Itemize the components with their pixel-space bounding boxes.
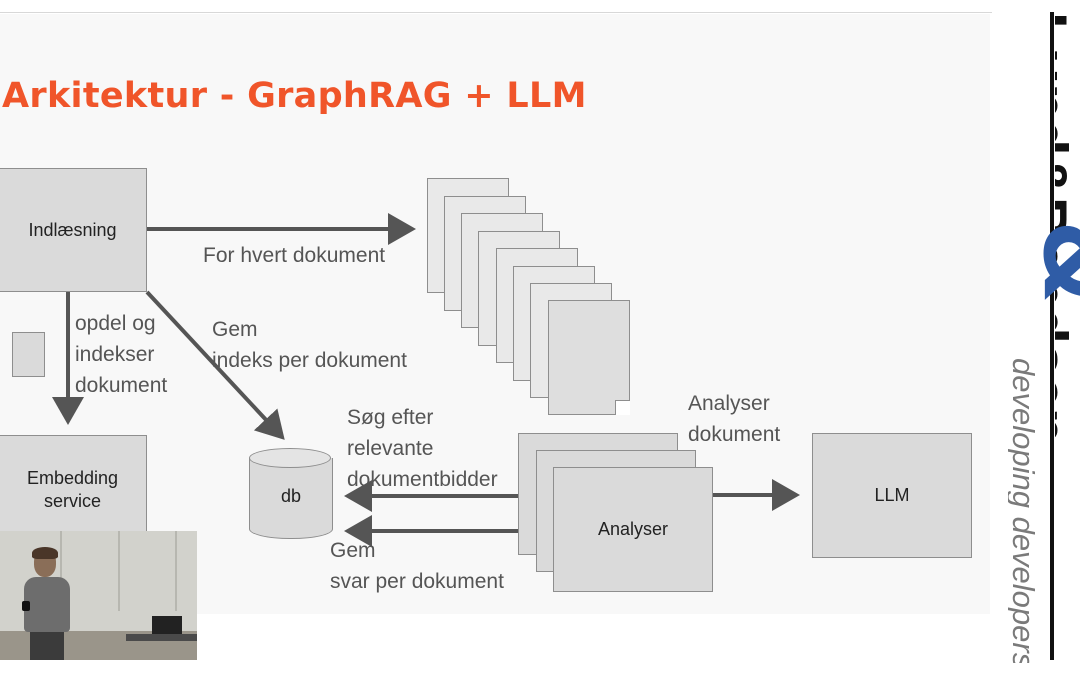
video-wall-panel	[175, 531, 177, 611]
embedding-label-line-2: service	[43, 491, 101, 511]
label-search: Søg efter relevante dokumentbidder	[347, 402, 498, 495]
llm-label: LLM	[874, 485, 910, 505]
embedding-label-line-1: Embedding	[26, 468, 119, 488]
label-line: dokument	[75, 374, 168, 397]
brand-ampersand-icon: &	[1022, 220, 1080, 304]
db-label: db	[280, 486, 302, 506]
frame-top-line	[0, 12, 992, 13]
label-line: Søg efter	[347, 406, 434, 429]
database-top	[249, 448, 331, 468]
document-page	[548, 300, 630, 415]
database-cylinder: db	[249, 448, 333, 548]
brand-tagline: developing developers	[1008, 358, 1048, 663]
video-desk	[126, 634, 197, 641]
analyser-label: Analyser	[597, 519, 669, 539]
ingest-label: Indlæsning	[28, 219, 117, 240]
llm-box: LLM	[812, 433, 972, 558]
label-line: For hvert dokument	[203, 244, 386, 267]
label-analyse-document: Analyser dokument	[688, 388, 780, 450]
page-fold	[615, 400, 630, 415]
label-line: indeks per dokument	[212, 349, 407, 372]
brand-tagline-text: developing developers	[1008, 358, 1041, 663]
label-save-answer: Gem svar per dokument	[330, 535, 504, 597]
microphone-icon	[22, 601, 30, 611]
label-line: dokumentbidder	[347, 468, 498, 491]
arrow-ingest-to-db	[145, 290, 285, 440]
label-line: Gem	[212, 318, 258, 341]
label-line: svar per dokument	[330, 570, 504, 593]
label-line: dokument	[688, 423, 781, 446]
analyser-box: Analyser	[553, 467, 713, 592]
database-body	[249, 458, 333, 539]
speaker-body	[24, 577, 70, 632]
label-line: Analyser	[688, 392, 770, 415]
video-laptop	[152, 616, 182, 634]
speaker-hair	[32, 547, 58, 559]
slide-title: Arkitektur - GraphRAG + LLM	[2, 76, 587, 116]
label-for-each-document: For hvert dokument	[203, 240, 385, 271]
label-line: Gem	[330, 539, 376, 562]
document-icon	[12, 332, 45, 377]
speaker-video	[0, 531, 197, 660]
brand-divider	[1050, 12, 1054, 660]
label-line: indekser	[75, 343, 155, 366]
embedding-service-box: Embedding service	[0, 435, 147, 545]
video-wall-panel	[118, 531, 120, 611]
ingest-box: Indlæsning	[0, 168, 147, 292]
brand-logo: Lund&Bendsen	[1055, 12, 1080, 660]
video-wall-panel	[60, 531, 62, 611]
speaker-legs	[30, 631, 64, 660]
label-line: relevante	[347, 437, 434, 460]
label-split-index: opdel og indekser dokument	[75, 308, 167, 401]
label-save-index: Gem indeks per dokument	[212, 314, 407, 376]
label-line: opdel og	[75, 312, 156, 335]
